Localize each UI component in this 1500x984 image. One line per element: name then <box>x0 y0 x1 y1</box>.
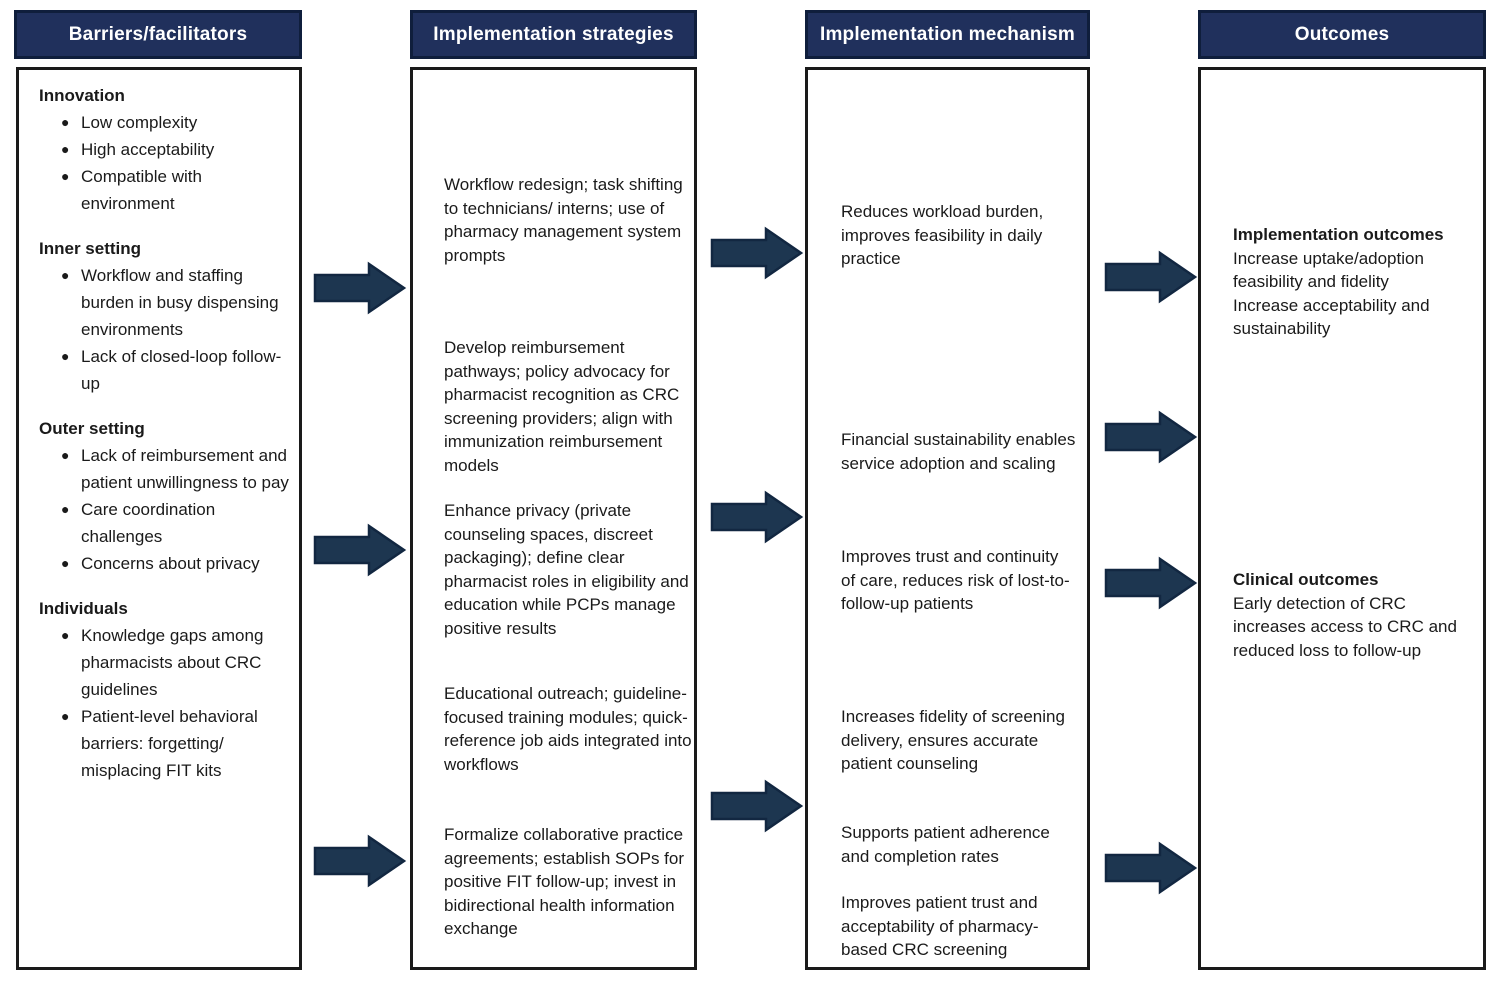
list-item: ● High acceptability <box>39 136 293 163</box>
column-header-strategies-label: Implementation strategies <box>433 23 674 45</box>
list-item-text: Lack of closed-loop follow-up <box>81 347 282 393</box>
list-item-text: Concerns about privacy <box>81 554 260 573</box>
bullet-icon: ● <box>61 141 70 157</box>
block-heading: Implementation outcomes <box>1233 225 1444 244</box>
bullet-icon: ● <box>61 114 70 130</box>
flow-arrow-icon <box>313 834 407 888</box>
strategy-paragraph: Enhance privacy (private counseling spac… <box>444 501 689 638</box>
section-heading: Innovation <box>39 86 125 105</box>
column-header-outcomes-label: Outcomes <box>1294 23 1390 45</box>
flow-arrow-icon <box>710 490 804 544</box>
list-item: ● Lack of closed-loop follow-up <box>39 343 293 397</box>
bullet-icon: ● <box>61 555 70 571</box>
mechanism-paragraph: Supports patient adherence and completio… <box>841 823 1050 866</box>
list-item-text: Lack of reimbursement and patient unwill… <box>81 446 289 492</box>
column-header-mechanism: Implementation mechanism <box>805 10 1090 59</box>
flow-arrow-icon <box>1104 556 1198 610</box>
list-item: ● Compatible with environment <box>39 163 293 217</box>
outcome-line: Increase acceptability and <box>1233 295 1430 315</box>
list-item-text: Low complexity <box>81 113 198 132</box>
bullet-icon: ● <box>61 501 70 517</box>
section-heading: Inner setting <box>39 239 142 258</box>
flow-arrow-icon <box>710 226 804 280</box>
column-header-mechanism-label: Implementation mechanism <box>819 23 1076 45</box>
outcome-line: Increase uptake/adoption <box>1233 248 1424 268</box>
list-item: ● Knowledge gaps among pharmacists about… <box>39 622 293 703</box>
outcome-line: reduced loss to follow-up <box>1233 640 1422 660</box>
list-item: ● Workflow and staffing burden in busy d… <box>39 262 293 343</box>
barriers-section-individuals: Individuals ● Knowledge gaps among pharm… <box>39 595 293 784</box>
bullet-icon: ● <box>61 168 70 184</box>
list-item: ● Care coordination challenges <box>39 496 293 550</box>
section-heading: Individuals <box>39 599 128 618</box>
column-header-outcomes: Outcomes <box>1198 10 1486 59</box>
bullet-icon: ● <box>61 447 70 463</box>
barriers-box: Innovation ● Low complexity ● High accep… <box>16 67 302 970</box>
strategy-paragraph: Educational outreach; guideline-focused … <box>444 684 692 774</box>
outcome-line: Early detection of CRC <box>1233 593 1406 613</box>
outcome-line: feasibility and fidelity <box>1233 272 1389 291</box>
bullet-icon: ● <box>61 348 70 364</box>
list-item-text: Patient-level behavioral barriers: forge… <box>81 707 258 780</box>
mechanism-paragraph: Improves patient trust and acceptability… <box>841 893 1039 959</box>
list-item-text: Care coordination challenges <box>81 500 216 546</box>
flow-arrow-icon <box>1104 841 1198 895</box>
clinical-outcomes-block: Clinical outcomes Early detection of CRC… <box>1233 568 1478 662</box>
list-item: ● Lack of reimbursement and patient unwi… <box>39 442 293 496</box>
flow-arrow-icon <box>313 523 407 577</box>
list-item-text: Knowledge gaps among pharmacists about C… <box>81 626 264 699</box>
strategies-box: Workflow redesign; task shifting to tech… <box>410 67 697 970</box>
mechanism-paragraph: Financial sustainability enables service… <box>841 430 1076 473</box>
flow-arrow-icon <box>710 779 804 833</box>
mechanism-paragraph: Increases fidelity of screening delivery… <box>841 707 1065 773</box>
flow-arrow-icon <box>313 261 407 315</box>
barriers-section-innovation: Innovation ● Low complexity ● High accep… <box>39 82 293 217</box>
mechanism-box: Reduces workload burden, improves feasib… <box>805 67 1090 970</box>
column-header-barriers-label: Barriers/facilitators <box>68 23 248 45</box>
column-header-strategies: Implementation strategies <box>410 10 697 59</box>
list-item: ● Patient-level behavioral barriers: for… <box>39 703 293 784</box>
list-item-text: High acceptability <box>81 140 215 159</box>
bullet-icon: ● <box>61 708 70 724</box>
flow-arrow-icon <box>1104 410 1198 464</box>
implementation-outcomes-block: Implementation outcomes Increase uptake/… <box>1233 223 1478 341</box>
section-heading: Outer setting <box>39 419 145 438</box>
flow-arrow-icon <box>1104 250 1198 304</box>
barriers-section-outer-setting: Outer setting ● Lack of reimbursement an… <box>39 415 293 577</box>
bullet-icon: ● <box>61 627 70 643</box>
column-header-barriers: Barriers/facilitators <box>14 10 302 59</box>
barriers-section-inner-setting: Inner setting ● Workflow and staffing bu… <box>39 235 293 397</box>
list-item-text: Workflow and staffing burden in busy dis… <box>81 266 279 339</box>
mechanism-paragraph: Improves trust and continuity of care, r… <box>841 547 1070 613</box>
mechanism-paragraph: Reduces workload burden, improves feasib… <box>841 202 1044 268</box>
bullet-icon: ● <box>61 267 70 283</box>
outcome-line: increases access to CRC and <box>1233 617 1457 636</box>
list-item: ● Low complexity <box>39 109 293 136</box>
outcomes-box: Implementation outcomes Increase uptake/… <box>1198 67 1486 970</box>
strategy-paragraph: Formalize collaborative practice agreeme… <box>444 825 685 938</box>
outcome-line: sustainability <box>1233 319 1331 338</box>
list-item-text: Compatible with environment <box>81 167 202 213</box>
strategy-paragraph: Workflow redesign; task shifting to tech… <box>444 175 683 265</box>
block-heading: Clinical outcomes <box>1233 570 1379 589</box>
strategy-paragraph: Develop reimbursement pathways; policy a… <box>444 338 680 475</box>
list-item: ● Concerns about privacy <box>39 550 293 577</box>
